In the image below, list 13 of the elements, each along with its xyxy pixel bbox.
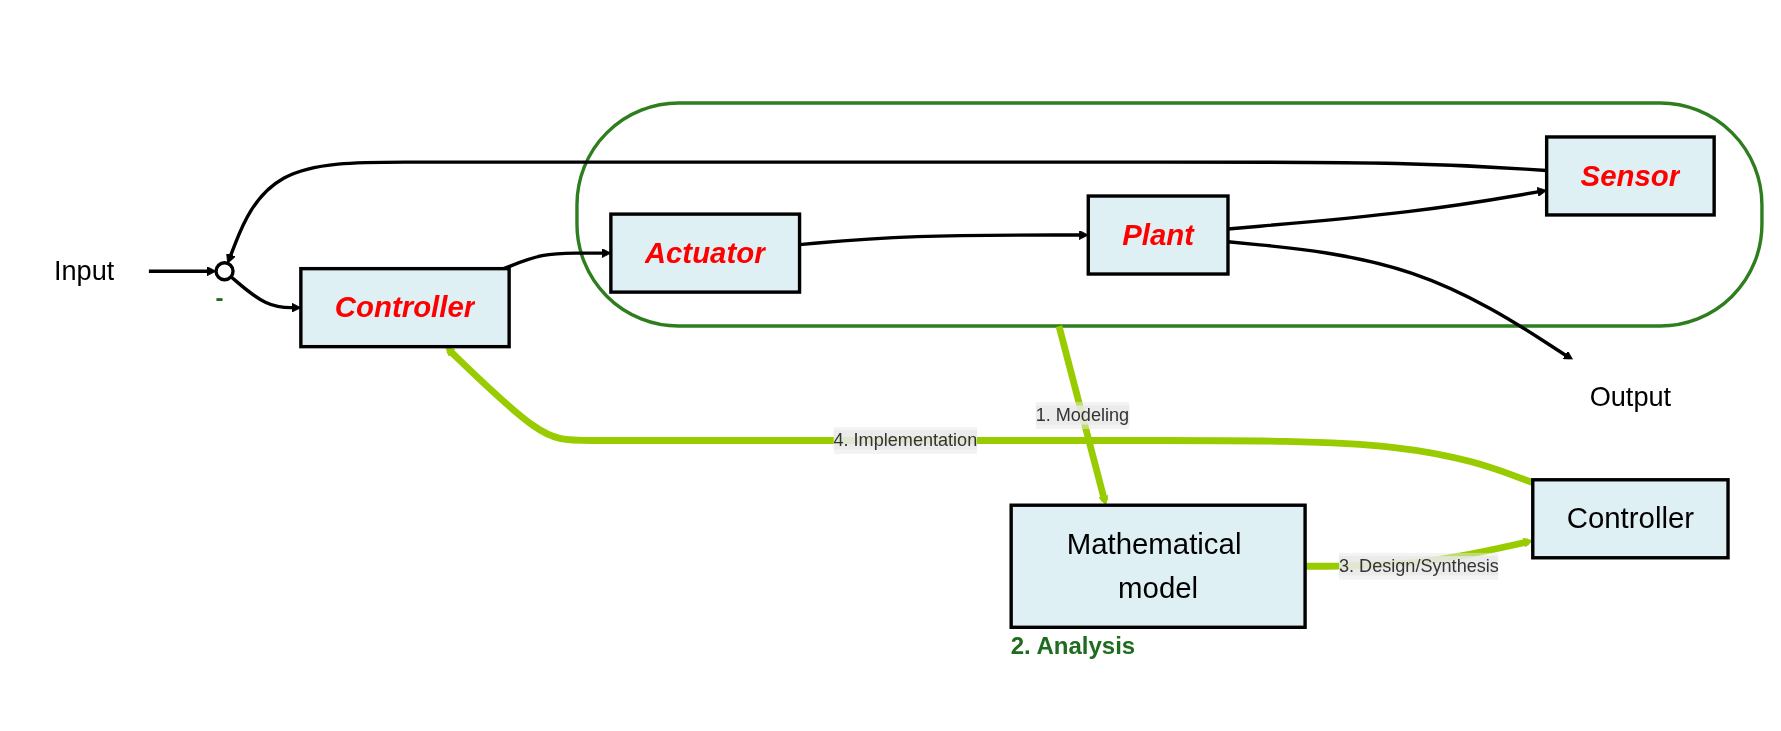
node-text: Input (53, 255, 114, 287)
edge-label: 1. Modeling (1035, 405, 1129, 425)
node-box: Mathematical model (1008, 503, 1307, 630)
node-box: Controller (1530, 478, 1730, 560)
edge-label: 3. Design/Synthesis (1338, 556, 1499, 576)
edge-label: 4. Implementation (832, 430, 977, 450)
node-note: 2. Analysis (1010, 631, 1136, 660)
node-text: Output (1589, 381, 1671, 413)
node-note: - (215, 284, 224, 312)
arrow (147, 266, 217, 277)
arrow (444, 346, 1534, 487)
node-circle (213, 261, 235, 282)
arrow (1055, 325, 1108, 506)
